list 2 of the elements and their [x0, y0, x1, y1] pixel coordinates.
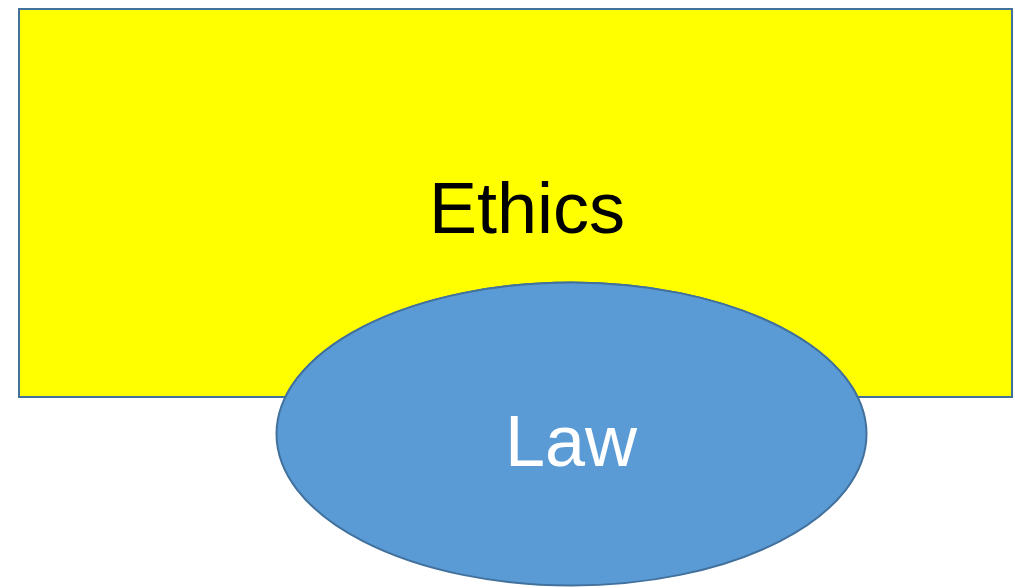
area-label: Ethics — [428, 172, 626, 244]
ellipse-label: Law — [504, 405, 638, 477]
